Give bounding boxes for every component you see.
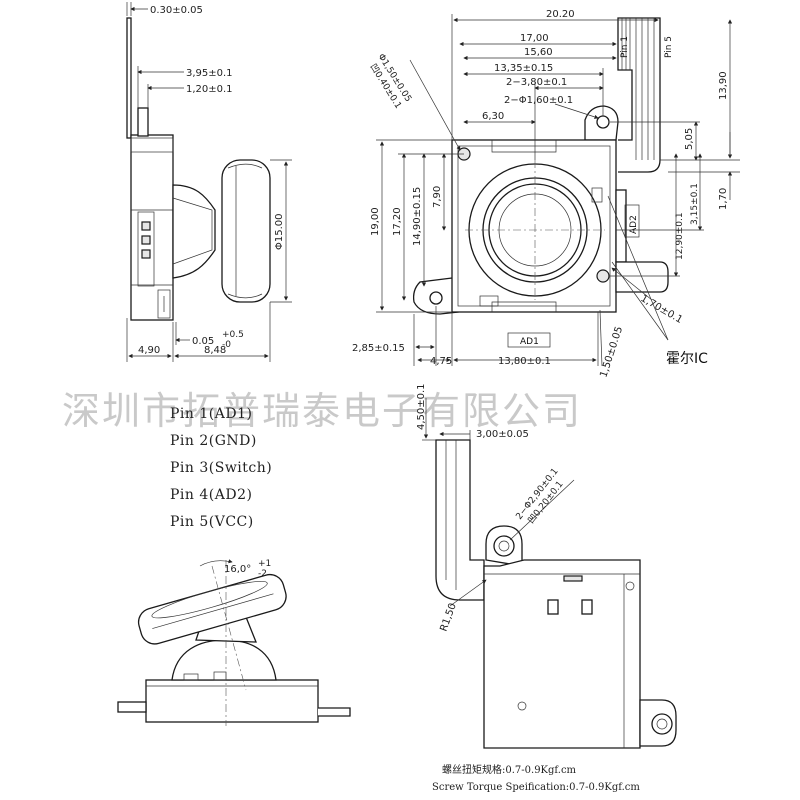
pin-list: Pin 1(AD1) Pin 2(GND) Pin 3(Switch) Pin … (170, 406, 272, 530)
dim-r1-50: R1,50 (438, 602, 458, 633)
dim-17-20: 17,20 (392, 207, 403, 236)
dim-14-90: 14,90±0.15 (412, 187, 423, 246)
dim-8-48: 8,48 (204, 345, 226, 356)
company-watermark: 深圳市拓普瑞泰电子有限公司 (62, 389, 582, 433)
dim-3-95: 3,95±0.1 (186, 68, 233, 79)
dim-1-50-diag: 1,50±0.05 (598, 325, 625, 379)
dim-13-80: 13,80±0.1 (498, 356, 551, 367)
dim-15-60: 15,60 (524, 47, 553, 58)
dim-16-0: 16,0° (224, 564, 251, 575)
dim-20-20: 20.20 (546, 9, 575, 20)
torque-note-cn: 螺丝扭矩规格:0.7-0.9Kgf.cm (442, 763, 577, 776)
dim-1-70-diag: 1,70±0.1 (639, 293, 685, 326)
svg-text:+1: +1 (258, 559, 271, 569)
side-view: 0.30±0.05 3,95±0.1 1,20±0.1 Φ15.00 0.05 … (126, 2, 292, 362)
pin-5-text: Pin 5(VCC) (170, 514, 254, 530)
dim-4-90: 4,90 (138, 345, 160, 356)
dim-7-90: 7,90 (432, 186, 443, 208)
tilt-view: 16,0° +1 -2 (117, 559, 351, 726)
pin-2-text: Pin 2(GND) (170, 433, 257, 449)
pin-3-text: Pin 3(Switch) (170, 460, 272, 476)
dim-4-50: 4,50±0.1 (416, 383, 427, 430)
dim-17-00: 17,00 (520, 33, 549, 44)
front-view: 4,50±0.1 3,00±0.05 2−Φ2,90±0.1 凹0,20±0.1… (416, 383, 677, 749)
dim-2-phi-1-60: 2−Φ1,60±0.1 (504, 95, 573, 106)
dim-1-70-v: 1,70 (718, 188, 729, 210)
dim-4-75: 4,75 (430, 356, 452, 367)
dim-3-15: 3,15±0.1 (690, 183, 700, 225)
svg-text:-0: -0 (222, 340, 231, 350)
pin-5-top-label: Pin 5 (664, 36, 674, 58)
top-view: Pin 1 Pin 5 AD2 AD1 20.20 17,00 15,60 13… (352, 9, 740, 379)
dim-0-30: 0.30±0.05 (150, 5, 203, 16)
pin-1-text: Pin 1(AD1) (170, 406, 252, 422)
dim-1-20: 1,20±0.1 (186, 84, 233, 95)
ad1-tag: AD1 (520, 337, 539, 347)
dim-3-00: 3,00±0.05 (476, 429, 529, 440)
dim-13-35: 13,35±0.15 (494, 63, 553, 74)
torque-note-en: Screw Torque Speification:0.7-0.9Kgf.cm (432, 782, 640, 793)
dim-0-05-tol: +0.5 (222, 330, 244, 340)
hall-ic-label: 霍尔IC (666, 351, 708, 367)
pin-4-text: Pin 4(AD2) (170, 487, 252, 503)
dim-2-3-80: 2−3,80±0.1 (506, 77, 567, 88)
ad2-tag: AD2 (629, 215, 639, 234)
dim-6-30: 6,30 (482, 111, 504, 122)
dim-phi-15: Φ15.00 (274, 214, 285, 251)
dim-12-90: 12,90±0.1 (675, 212, 685, 260)
pin-1-top-label: Pin 1 (620, 36, 630, 58)
svg-text:-2: -2 (258, 569, 267, 579)
dim-0-05: 0.05 (192, 336, 214, 347)
dim-2-85: 2,85±0.15 (352, 343, 405, 354)
dim-19-00: 19,00 (370, 207, 381, 236)
dim-13-90: 13,90 (718, 71, 729, 100)
dim-5-05: 5,05 (684, 128, 695, 150)
